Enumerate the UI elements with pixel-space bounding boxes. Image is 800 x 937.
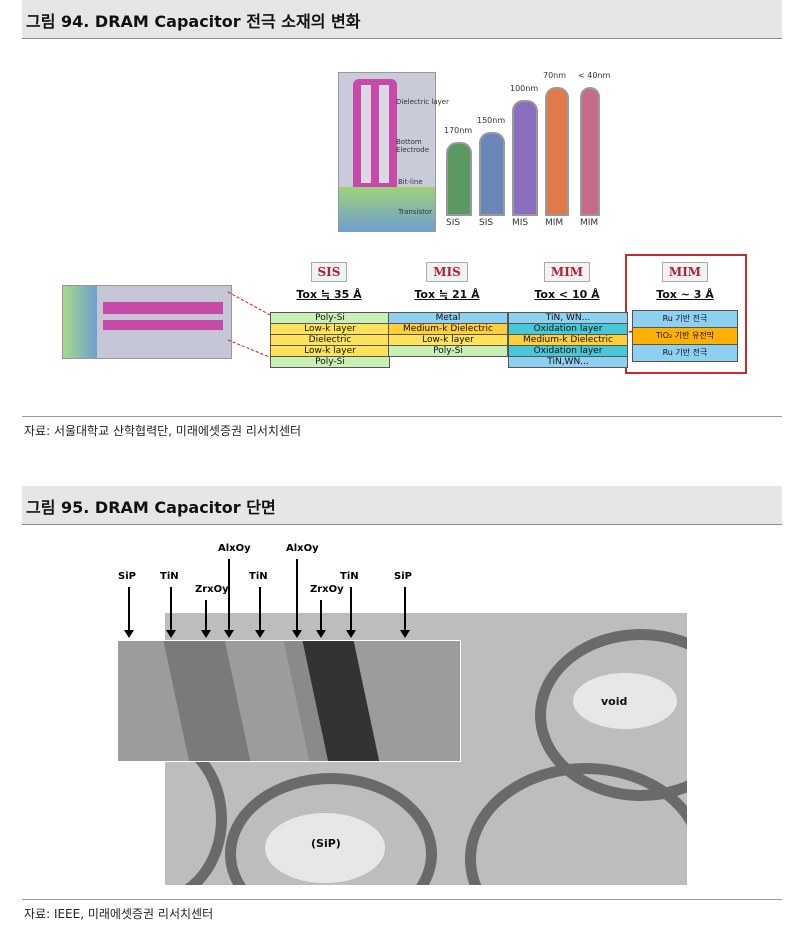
figure-95-title: 그림 95. DRAM Capacitor 단면	[26, 498, 276, 517]
tem-inset-closeup	[117, 640, 461, 762]
arrow-down-icon	[316, 630, 326, 638]
layer-label: TiN	[249, 571, 268, 582]
stack-title: MIM	[508, 262, 626, 282]
arrow-line	[404, 587, 406, 630]
layer: Metal	[389, 313, 507, 324]
figure-94-source-rule	[22, 416, 782, 417]
arrow-line	[228, 559, 230, 630]
tube-type-label: MIM	[545, 218, 564, 228]
layer-label: TiN	[340, 571, 359, 582]
layer: Ru 기반 전극	[633, 345, 737, 361]
figure-94-header: 그림 94. DRAM Capacitor 전극 소재의 변화	[22, 0, 782, 39]
dielectric-label: Dielectric layer	[396, 98, 449, 106]
figure-95-source-rule	[22, 899, 782, 900]
stack-title: SIS	[270, 262, 388, 282]
figure-95-source: 자료: IEEE, 미래에셋증권 리서치센터	[24, 907, 214, 921]
figure-94-source: 자료: 서울대학교 산학협력단, 미래에셋증권 리서치센터	[24, 424, 302, 438]
capacitor-tube	[545, 87, 569, 216]
layer: TiN, WN...	[509, 313, 627, 324]
layer-label: SiP	[394, 571, 412, 582]
arrow-line	[350, 587, 352, 630]
arrow-down-icon	[201, 630, 211, 638]
tox-label: Tox ≒ 21 Å	[414, 288, 480, 301]
layer-label: ZrxOy	[195, 584, 229, 595]
bitline-label: Bit-line	[398, 178, 423, 186]
capacitor-3d-illustration	[338, 72, 436, 232]
figure-95-header: 그림 95. DRAM Capacitor 단면	[22, 486, 782, 525]
bottom-electrode-label: Bottom Electrode	[396, 138, 430, 154]
layer: Medium-k Dielectric	[389, 324, 507, 335]
arrow-line	[296, 559, 298, 630]
layer: TiN,WN...	[509, 357, 627, 367]
arrow-down-icon	[346, 630, 356, 638]
layer: Oxidation layer	[509, 324, 627, 335]
capacitor-tube	[580, 87, 600, 216]
zoom-lines	[228, 291, 273, 359]
tube-type-label: MIS	[512, 218, 529, 228]
layer: Poly-Si	[271, 357, 389, 367]
arrow-down-icon	[166, 630, 176, 638]
layer-label: AlxOy	[218, 543, 251, 554]
layer-label: TiN	[160, 571, 179, 582]
layer: Oxidation layer	[509, 346, 627, 357]
stack-title: MIS	[388, 262, 506, 282]
tube-size-label: < 40nm	[578, 71, 611, 80]
arrow-line	[259, 587, 261, 630]
capacitor-tube	[512, 100, 538, 216]
tox-label: Tox ≒ 35 Å	[296, 288, 362, 301]
tube-type-label: SIS	[479, 218, 494, 228]
layer: TiO₂ 기반 유전막	[633, 328, 737, 345]
figure-94-title: 그림 94. DRAM Capacitor 전극 소재의 변화	[26, 12, 361, 31]
arrow-down-icon	[400, 630, 410, 638]
capacitor-side-illustration	[62, 285, 232, 359]
layer: Poly-Si	[271, 313, 389, 324]
layer: Low-k layer	[389, 335, 507, 346]
arrow-down-icon	[292, 630, 302, 638]
arrow-down-icon	[255, 630, 265, 638]
tube-size-label: 70nm	[543, 71, 567, 80]
arrow-line	[205, 600, 207, 630]
stack-title: MIM	[626, 262, 744, 282]
tube-size-label: 150nm	[477, 116, 506, 125]
tube-type-label: MIM	[580, 218, 599, 228]
capacitor-tube	[446, 142, 472, 216]
layer-label: AlxOy	[286, 543, 319, 554]
transistor-label: Transistor	[398, 208, 432, 216]
capacitor-tube	[479, 132, 505, 216]
layer-label: ZrxOy	[310, 584, 344, 595]
layer: Medium-k Dielectric	[509, 335, 627, 346]
tube-size-label: 100nm	[510, 84, 539, 93]
tube-size-label: 170nm	[444, 126, 473, 135]
layer-label: SiP	[118, 571, 136, 582]
layer: Low-k layer	[271, 324, 389, 335]
arrow-line	[128, 587, 130, 630]
layer: Ru 기반 전극	[633, 311, 737, 328]
layer: Poly-Si	[389, 346, 507, 356]
void-label: void	[601, 695, 628, 708]
arrow-line	[320, 600, 322, 630]
sip-label: (SiP)	[311, 837, 341, 850]
arrow-down-icon	[224, 630, 234, 638]
layer: Dielectric	[271, 335, 389, 346]
layer: Low-k layer	[271, 346, 389, 357]
arrow-line	[170, 587, 172, 630]
tox-label: Tox ~ 3 Å	[656, 288, 714, 301]
arrow-down-icon	[124, 630, 134, 638]
tox-label: Tox < 10 Å	[534, 288, 600, 301]
tube-type-label: SIS	[446, 218, 461, 228]
